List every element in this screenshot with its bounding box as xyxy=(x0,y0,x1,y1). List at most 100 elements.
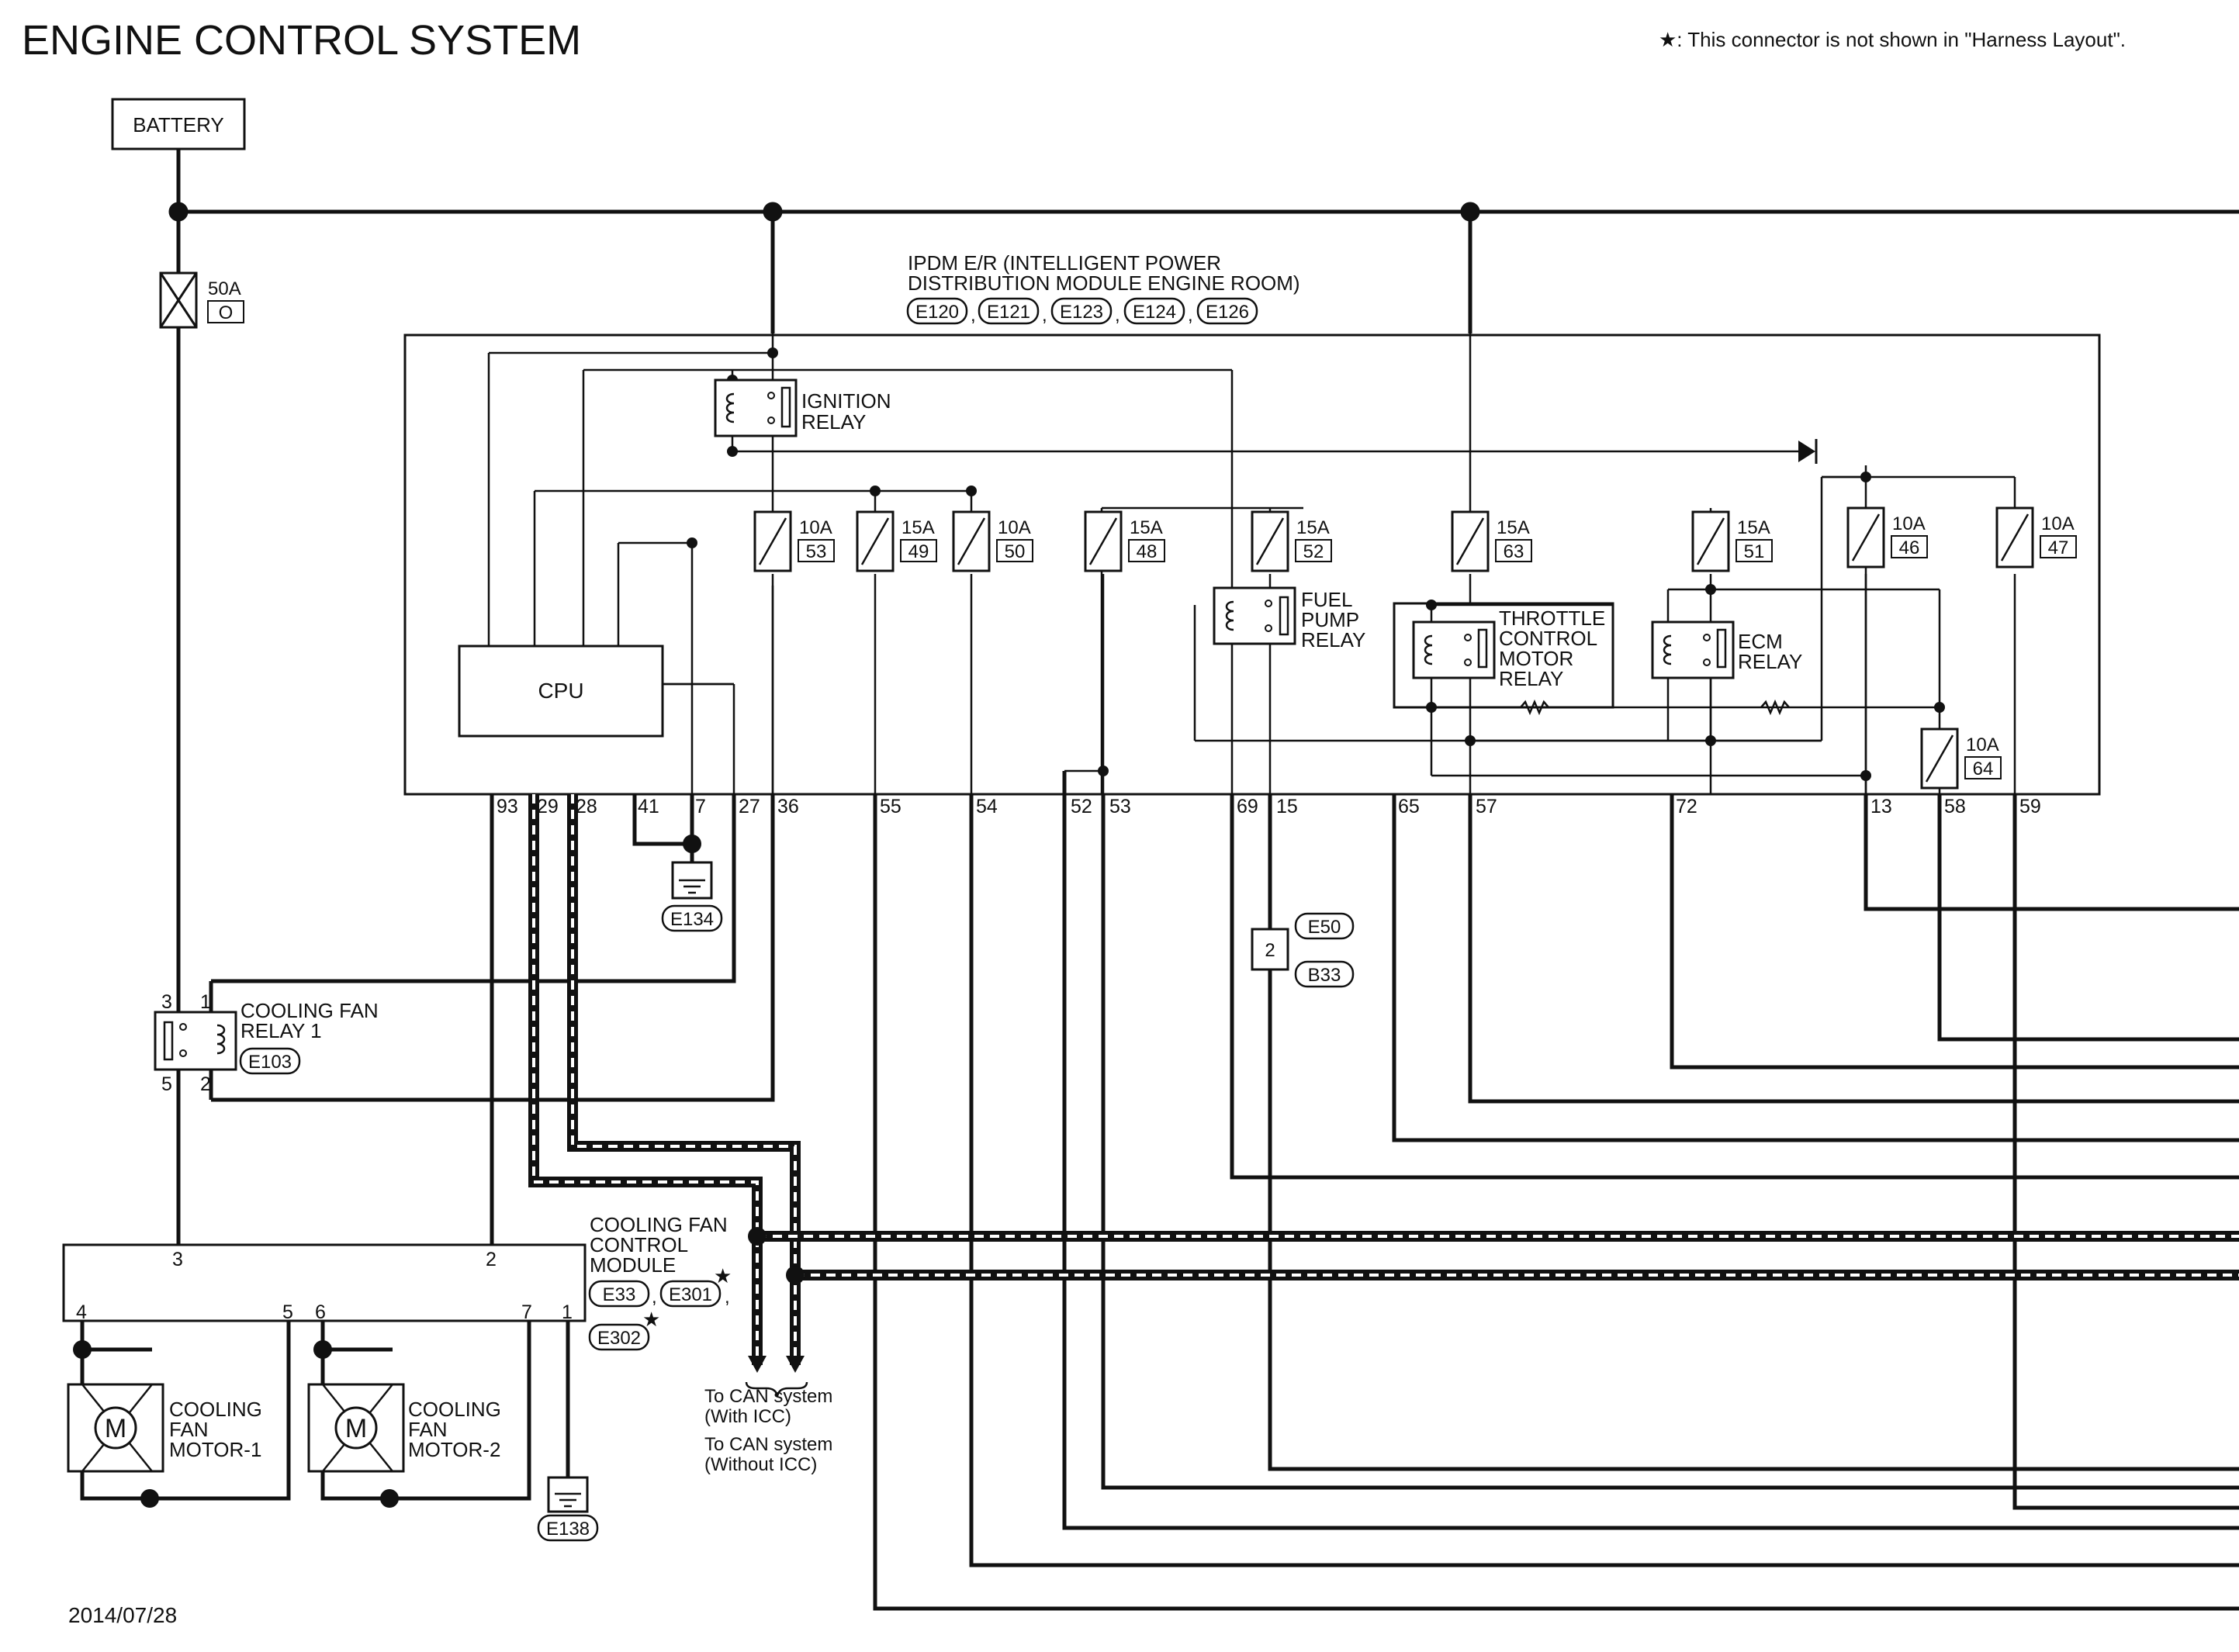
motor-1-line2: FAN xyxy=(169,1418,209,1441)
cooling-fan-relay-connector: E103 xyxy=(248,1052,292,1073)
ground-e138: E138 xyxy=(537,1476,599,1542)
ipdm-box xyxy=(403,334,2101,796)
ipdm-terminal-52: 52 xyxy=(1071,796,1092,817)
fuse-number: 46 xyxy=(1899,537,1920,558)
harness-wiring xyxy=(176,769,2239,1611)
module-star-1: ★ xyxy=(714,1264,732,1287)
ipdm-name-line1: IPDM E/R (INTELLIGENT POWER xyxy=(908,251,1221,275)
ipdm-terminal-36: 36 xyxy=(777,796,799,817)
relay-pin-1: 1 xyxy=(200,991,211,1013)
ipdm-fuses: 10A5315A4910A5015A4815A5215A6315A5110A46… xyxy=(753,506,2077,790)
ignition-relay-line1: IGNITION xyxy=(801,389,891,413)
fuse-number: 53 xyxy=(806,541,827,562)
ipdm-connector-e126: E126 xyxy=(1206,302,1249,323)
ipdm-terminal-57: 57 xyxy=(1476,796,1497,817)
connector-e50-pin: 2 xyxy=(1265,940,1275,961)
fusible-link-id: O xyxy=(219,302,234,323)
ipdm-connector-e123: E123 xyxy=(1060,302,1103,323)
connector-e50-b33: 2 E50 B33 xyxy=(1251,912,1355,988)
module-line1: COOLING FAN xyxy=(590,1213,728,1236)
ipdm-terminal-72: 72 xyxy=(1676,796,1697,817)
ignition-relay-line2: RELAY xyxy=(801,410,866,434)
ipdm-terminal-69: 69 xyxy=(1237,796,1258,817)
cooling-fan-control-module: 3 2 4 5 6 7 1 COOLING FAN CONTROL MODULE… xyxy=(62,1213,732,1351)
module-connector-e33: E33 xyxy=(603,1284,636,1305)
module-pin-4: 4 xyxy=(76,1301,87,1323)
ground-e138-label: E138 xyxy=(546,1519,590,1540)
module-line2: CONTROL xyxy=(590,1233,688,1256)
fuse-number: 49 xyxy=(908,541,929,562)
motor-1-symbol: M xyxy=(105,1414,126,1443)
module-line3: MODULE xyxy=(590,1253,676,1277)
ipdm-terminal-53: 53 xyxy=(1109,796,1131,817)
ipdm-connector-comma: , xyxy=(1042,305,1047,326)
module-star-2: ★ xyxy=(642,1308,660,1331)
module-connector-e302: E302 xyxy=(597,1328,641,1349)
fuse-rating: 15A xyxy=(1130,517,1163,538)
cooling-fan-motor-2: M COOLING FAN MOTOR-2 xyxy=(307,1383,501,1473)
module-comma-1: , xyxy=(652,1287,657,1308)
can-note-line2: (With ICC) xyxy=(704,1406,791,1427)
throttle-relay-line3: MOTOR xyxy=(1499,647,1573,670)
ipdm-terminal-58: 58 xyxy=(1944,796,1966,817)
cooling-fan-relay-1: 3 1 5 2 COOLING FAN RELAY 1 E103 xyxy=(154,981,379,1100)
ecm-relay-line2: RELAY xyxy=(1738,650,1802,673)
battery: BATTERY xyxy=(111,98,246,150)
ipdm-terminal-7: 7 xyxy=(695,796,706,817)
module-connector-e301: E301 xyxy=(669,1284,712,1305)
battery-label: BATTERY xyxy=(133,113,224,137)
fuse-number: 47 xyxy=(2048,537,2069,558)
diode-icon xyxy=(1798,439,1818,464)
fusible-link-rating: 50A xyxy=(208,278,241,299)
relay-pin-2: 2 xyxy=(200,1073,211,1095)
ipdm-terminal-29: 29 xyxy=(537,796,559,817)
relay-pin-5: 5 xyxy=(161,1073,172,1095)
can-note-line1: To CAN system xyxy=(704,1386,832,1407)
ipdm-terminal-54: 54 xyxy=(976,796,998,817)
fuse-rating: 15A xyxy=(1737,517,1770,538)
ipdm-connector-comma: , xyxy=(1188,305,1193,326)
can-note-line3: To CAN system xyxy=(704,1434,832,1455)
fuse-rating: 10A xyxy=(799,517,832,538)
cooling-fan-relay-line2: RELAY 1 xyxy=(241,1019,322,1042)
ignition-relay: IGNITION RELAY xyxy=(714,378,891,437)
module-pin-1: 1 xyxy=(562,1301,573,1323)
fuse-number: 52 xyxy=(1303,541,1324,562)
fuse-rating: 10A xyxy=(1892,513,1926,534)
ipdm-terminal-13: 13 xyxy=(1870,796,1892,817)
ipdm-connector-e121: E121 xyxy=(987,302,1030,323)
ipdm-connector-comma: , xyxy=(1115,305,1120,326)
module-pin-3: 3 xyxy=(172,1249,183,1270)
ipdm-terminal-65: 65 xyxy=(1398,796,1420,817)
motor-2-symbol: M xyxy=(345,1414,367,1443)
ipdm-terminal-55: 55 xyxy=(880,796,901,817)
ipdm-connector-pill xyxy=(1123,297,1185,325)
fusible-link-50a: 50A O xyxy=(159,271,244,329)
ipdm-connector-pill xyxy=(1050,297,1113,325)
ipdm-terminal-27: 27 xyxy=(739,796,760,817)
connector-e50-label: E50 xyxy=(1308,917,1341,938)
fuse-number: 51 xyxy=(1744,541,1765,562)
throttle-control-motor-relay: THROTTLE CONTROL MOTOR RELAY xyxy=(1393,602,1614,716)
ground-e134: E134 xyxy=(661,835,723,932)
ecm-relay: ECM RELAY xyxy=(1651,620,1802,716)
ground-e134-label: E134 xyxy=(670,909,714,930)
connector-b33-label: B33 xyxy=(1308,965,1341,986)
throttle-relay-line1: THROTTLE xyxy=(1499,607,1605,630)
fuse-number: 64 xyxy=(1973,759,1994,779)
ipdm-terminal-93: 93 xyxy=(497,796,518,817)
fuse-number: 50 xyxy=(1005,541,1026,562)
fuse-rating: 10A xyxy=(2041,513,2075,534)
fuel-pump-relay-line3: RELAY xyxy=(1301,628,1365,651)
ipdm-terminal-59: 59 xyxy=(2019,796,2041,817)
ipdm-connector-comma: , xyxy=(971,305,976,326)
